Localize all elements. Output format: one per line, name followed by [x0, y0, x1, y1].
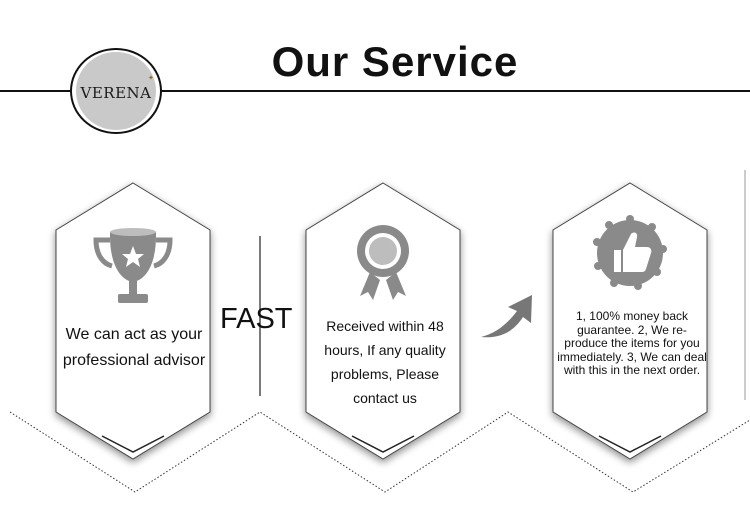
card-guarantee — [552, 182, 708, 460]
card-delivery-text: Received within 48 hours, If any quality… — [324, 318, 446, 406]
logo-text: VERENA — [80, 84, 152, 102]
header-divider — [0, 90, 750, 92]
card-delivery — [305, 182, 461, 460]
card-advisor-chevron — [101, 435, 165, 453]
fast-label: FAST — [220, 303, 293, 335]
card-advisor-text: We can act as your professional advisor — [62, 326, 206, 369]
logo-circle: VERENA — [76, 52, 156, 130]
ribbon-icon — [357, 225, 409, 300]
thumbs-up-icon — [593, 215, 667, 290]
card-delivery-chevron — [351, 435, 415, 453]
card-guarantee-text: 1, 100% money back guarantee. 2, We re-p… — [557, 309, 707, 377]
logo-star-icon: ✦ — [148, 75, 154, 82]
dotted-zigzag — [9, 411, 750, 493]
card-advisor — [55, 182, 211, 460]
trophy-icon — [93, 228, 173, 303]
page-title: Our Service — [271, 38, 519, 85]
card-guarantee-chevron — [598, 435, 662, 453]
curved-arrow-icon — [481, 295, 532, 338]
logo-badge: VERENA ✦ — [70, 48, 162, 134]
